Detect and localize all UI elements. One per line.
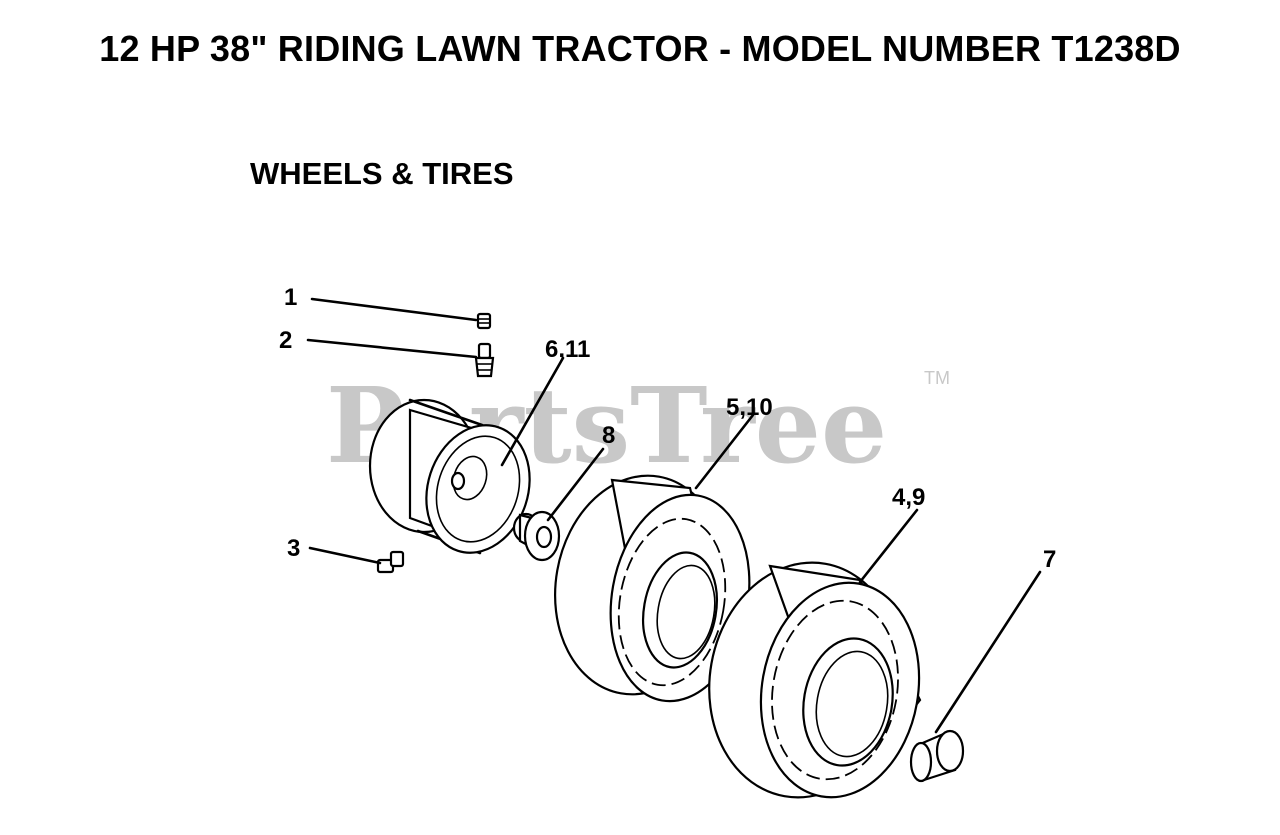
- watermark-tm: TM: [924, 368, 950, 388]
- part-hub-cap[interactable]: [909, 729, 965, 783]
- callout-6-11[interactable]: 6,11: [545, 336, 590, 363]
- callout-1[interactable]: 1: [284, 284, 297, 311]
- part-bushing[interactable]: [512, 510, 561, 562]
- part-grease-fitting[interactable]: [376, 550, 405, 574]
- leader-line-3: [308, 546, 382, 565]
- callout-5-10[interactable]: 5,10: [726, 394, 773, 421]
- leader-line-6-11: [500, 356, 565, 467]
- page-title: 12 HP 38" RIDING LAWN TRACTOR - MODEL NU…: [99, 28, 1181, 69]
- part-tire-rear[interactable]: [691, 547, 936, 812]
- callout-2[interactable]: 2: [279, 327, 292, 354]
- section-title: WHEELS & TIRES: [250, 156, 514, 191]
- part-valve-stem[interactable]: [474, 342, 495, 378]
- callout-8[interactable]: 8: [602, 422, 615, 449]
- part-valve-cap[interactable]: [476, 312, 492, 330]
- leader-line-4-9: [858, 508, 919, 584]
- callout-7[interactable]: 7: [1043, 546, 1056, 573]
- leader-line-8: [546, 447, 605, 522]
- leader-line-7: [934, 570, 1042, 734]
- part-wheel-rim[interactable]: [368, 398, 546, 566]
- leader-line-1: [310, 297, 478, 322]
- leader-line-5-10: [694, 413, 755, 490]
- callout-4-9[interactable]: 4,9: [892, 484, 925, 511]
- callout-3[interactable]: 3: [287, 535, 300, 562]
- leader-line-2: [306, 338, 478, 359]
